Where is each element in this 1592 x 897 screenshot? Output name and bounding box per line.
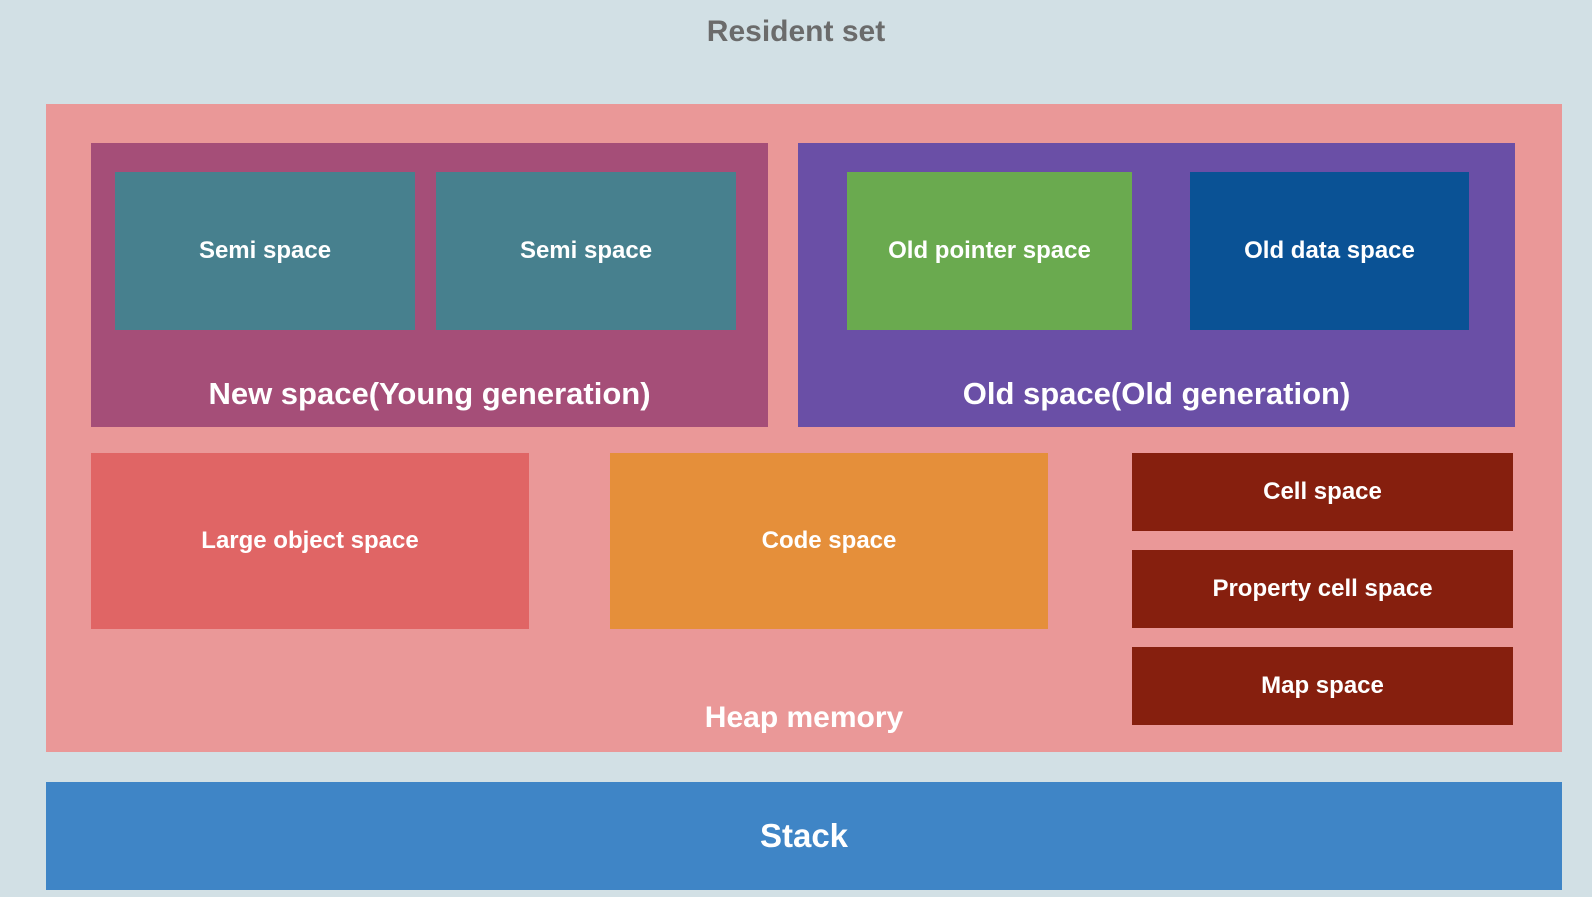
stack-region: Stack xyxy=(46,782,1562,890)
large-object-space-box: Large object space xyxy=(91,453,529,629)
old-space-label: Old space(Old generation) xyxy=(962,376,1351,411)
old-pointer-space-box: Old pointer space xyxy=(847,172,1132,330)
cell-space-box: Cell space xyxy=(1132,453,1513,531)
property-cell-space-box: Property cell space xyxy=(1132,550,1513,628)
new-space-label: New space(Young generation) xyxy=(208,376,651,411)
heap-memory-label: Heap memory xyxy=(704,701,904,734)
map-space-box: Map space xyxy=(1132,647,1513,725)
diagram-title: Resident set xyxy=(706,15,886,48)
code-space-box: Code space xyxy=(610,453,1048,629)
semi-space-box-1: Semi space xyxy=(115,172,415,330)
semi-space-box-2: Semi space xyxy=(436,172,736,330)
old-data-space-box: Old data space xyxy=(1190,172,1469,330)
